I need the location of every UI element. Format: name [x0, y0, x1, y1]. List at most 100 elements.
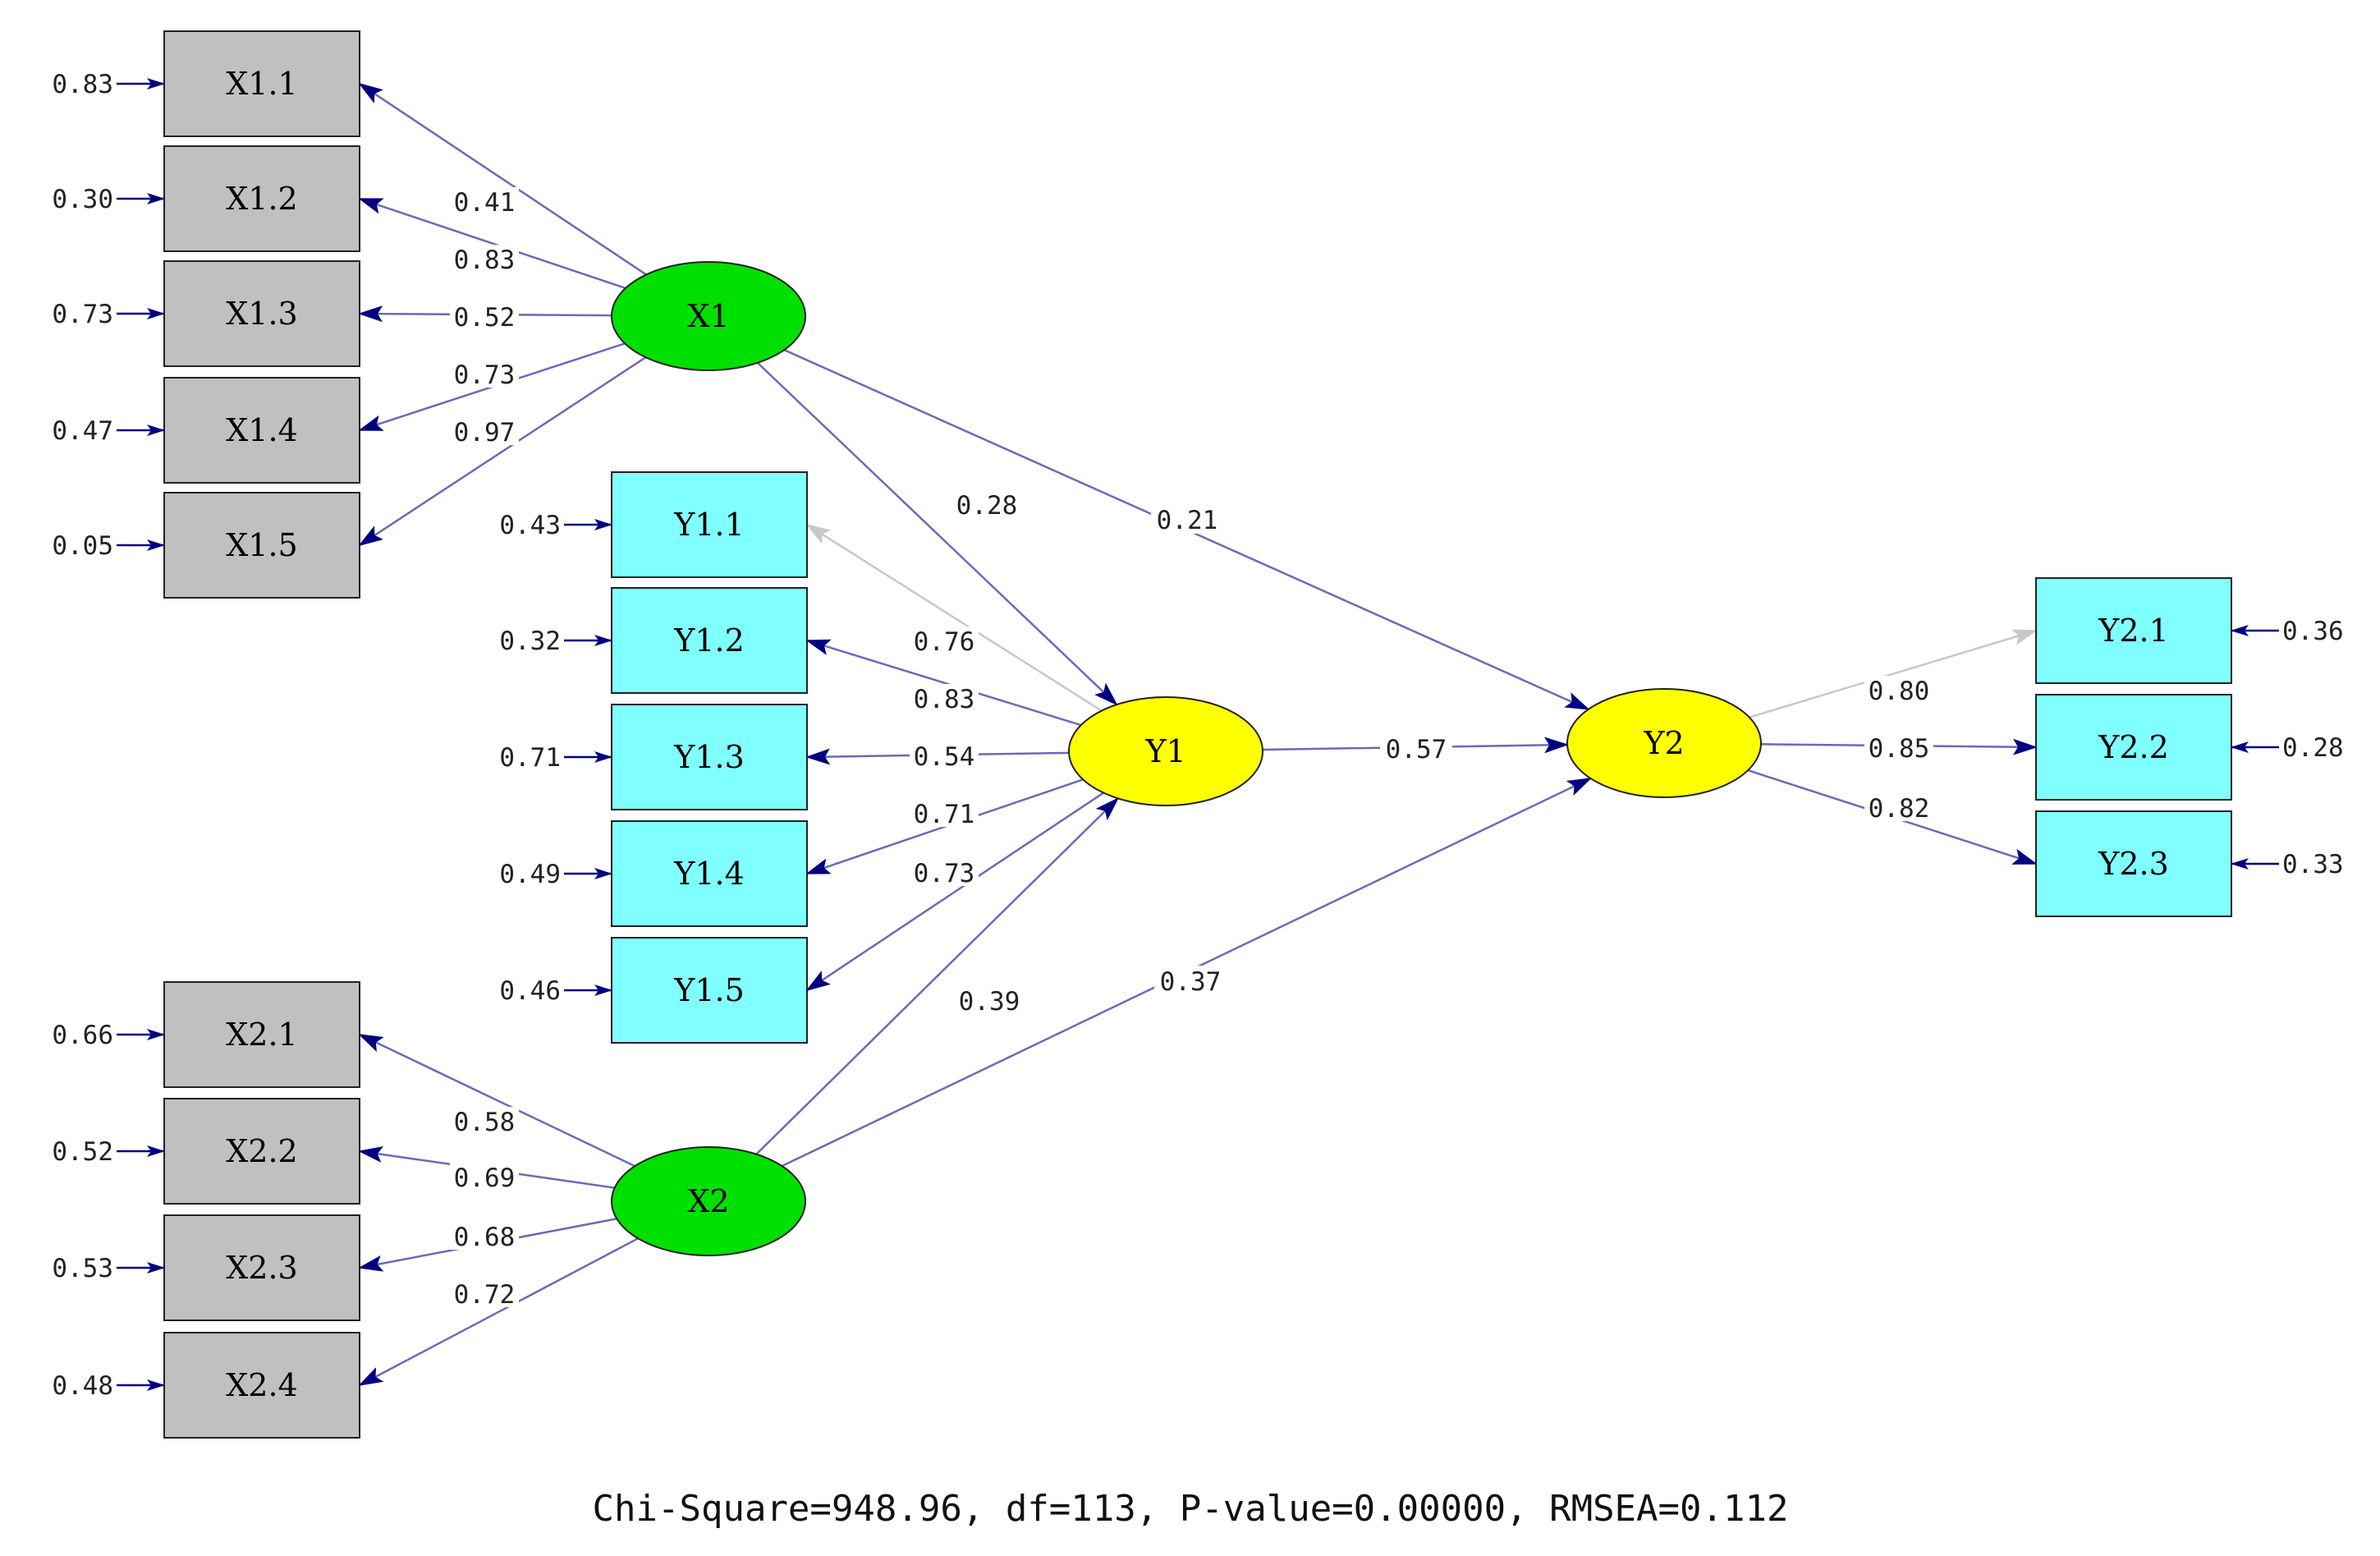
- error-variance-x1-3: 0.73: [52, 300, 113, 329]
- loading-coef-bg: [910, 858, 979, 886]
- indicator-label-x1-1: X1.1: [226, 66, 298, 102]
- loading-coef-bg: [910, 741, 979, 769]
- path-coef-x1-y1: 0.28: [956, 491, 1018, 521]
- indicator-label-y1-4: Y1.4: [673, 856, 745, 892]
- path-coef-bg: [1151, 504, 1223, 534]
- indicator-box-x2-2: [163, 1098, 360, 1205]
- loading-path-y1-2: [805, 639, 1082, 727]
- loading-coef-bg: [1864, 676, 1933, 704]
- loading-path-y2-1: [1749, 629, 2038, 718]
- loading-coef-y1-3: 0.54: [914, 742, 975, 772]
- loading-coef-x2-1: 0.58: [454, 1108, 516, 1137]
- error-variance-y1-4: 0.49: [499, 860, 561, 889]
- indicator-box-y1-2: [611, 587, 808, 694]
- indicator-label-y1-5: Y1.5: [673, 972, 745, 1008]
- loading-coef-bg: [450, 245, 519, 273]
- indicator-label-x1-4: X1.4: [226, 412, 298, 448]
- path-x2-to-y1: [755, 796, 1120, 1155]
- latent-ellipse-y2: [1566, 688, 1762, 798]
- indicator-label-y1-2: Y1.2: [673, 622, 745, 659]
- indicator-label-x2-2: X2.2: [226, 1133, 298, 1169]
- error-variance-y1-1: 0.43: [499, 511, 561, 540]
- loading-coef-y2-2: 0.85: [1869, 734, 1930, 764]
- indicator-box-y1-5: [611, 937, 808, 1044]
- indicator-label-x1-3: X1.3: [226, 296, 298, 332]
- error-variance-x2-3: 0.53: [52, 1254, 113, 1283]
- indicator-label-x1-2: X1.2: [226, 181, 298, 217]
- path-coef-bg: [1380, 733, 1452, 763]
- error-variance-y1-5: 0.46: [499, 976, 561, 1006]
- loading-coef-y1-2: 0.83: [914, 685, 975, 714]
- indicator-label-y2-2: Y2.2: [2098, 729, 2169, 765]
- path-coef-x2-y2: 0.37: [1160, 967, 1222, 997]
- loading-path-x2-4: [358, 1237, 639, 1387]
- path-coef-bg: [953, 985, 1025, 1015]
- indicator-box-x2-3: [163, 1214, 360, 1321]
- loading-path-x1-2: [358, 197, 626, 290]
- loading-coef-bg: [450, 1163, 519, 1191]
- latent-ellipse-x1: [611, 261, 806, 371]
- loading-coef-bg: [450, 417, 519, 445]
- error-variance-x1-5: 0.05: [52, 531, 113, 561]
- loading-coef-y2-1: 0.80: [1869, 677, 1930, 706]
- indicator-box-y1-1: [611, 471, 808, 578]
- indicator-label-x2-4: X2.4: [226, 1367, 298, 1403]
- indicator-box-y2-1: [2035, 577, 2232, 684]
- loading-path-y1-1: [805, 523, 1103, 712]
- loading-coef-x1-1: 0.41: [454, 188, 516, 218]
- indicator-box-x1-1: [163, 30, 360, 137]
- loading-path-x1-5: [358, 356, 647, 547]
- path-x1-to-y1: [756, 361, 1118, 706]
- indicator-label-x2-1: X2.1: [226, 1017, 298, 1053]
- loading-coef-x1-3: 0.52: [454, 303, 516, 333]
- loading-coef-y1-5: 0.73: [914, 859, 975, 888]
- latent-label-x1: X1: [687, 298, 729, 334]
- loading-coef-x1-5: 0.97: [454, 418, 516, 448]
- error-variance-y1-2: 0.32: [499, 627, 561, 656]
- fit-statistics: Chi-Square=948.96, df=113, P-value=0.000…: [593, 1488, 1789, 1530]
- path-coef-bg: [951, 489, 1023, 519]
- indicator-label-y1-3: Y1.3: [673, 739, 745, 775]
- loading-path-x2-1: [358, 1033, 635, 1168]
- error-variance-y2-2: 0.28: [2282, 733, 2344, 763]
- indicator-box-y2-3: [2035, 810, 2232, 917]
- loading-coef-x2-2: 0.69: [454, 1164, 516, 1193]
- indicator-box-y1-3: [611, 704, 808, 810]
- error-variance-x1-2: 0.30: [52, 185, 113, 214]
- loading-coef-bg: [1864, 793, 1933, 821]
- indicator-box-x1-5: [163, 492, 360, 599]
- indicator-box-y2-2: [2035, 694, 2232, 801]
- indicator-box-x2-4: [163, 1332, 360, 1439]
- indicator-label-x1-5: X1.5: [226, 527, 298, 563]
- latent-label-y2: Y2: [1643, 725, 1684, 761]
- loading-coef-y1-4: 0.71: [914, 800, 975, 829]
- latent-label-x2: X2: [687, 1183, 729, 1219]
- loading-coef-bg: [450, 1222, 519, 1250]
- latent-label-y1: Y1: [1144, 733, 1185, 769]
- loading-coef-y1-1: 0.76: [914, 627, 975, 657]
- loading-coef-bg: [450, 1279, 519, 1307]
- loading-coef-y2-3: 0.82: [1869, 794, 1930, 824]
- loading-path-x1-1: [358, 82, 647, 276]
- path-coef-x2-y1: 0.39: [959, 987, 1020, 1017]
- loading-coef-x1-2: 0.83: [454, 246, 516, 275]
- indicator-label-y1-1: Y1.1: [673, 507, 745, 543]
- error-variance-y2-1: 0.36: [2282, 617, 2344, 646]
- latent-ellipse-x2: [611, 1146, 806, 1256]
- indicator-box-y1-4: [611, 820, 808, 927]
- indicator-box-x1-3: [163, 260, 360, 367]
- loading-coef-bg: [450, 360, 519, 388]
- error-variance-x2-2: 0.52: [52, 1137, 113, 1167]
- loading-path-y1-5: [805, 792, 1104, 992]
- loading-coef-bg: [450, 187, 519, 215]
- error-variance-x1-4: 0.47: [52, 416, 113, 446]
- indicator-box-x2-1: [163, 981, 360, 1088]
- indicator-label-x2-3: X2.3: [226, 1250, 298, 1286]
- path-coef-y1-y2: 0.57: [1386, 735, 1447, 764]
- loading-coef-bg: [910, 627, 979, 654]
- loading-coef-x1-4: 0.73: [454, 360, 516, 390]
- loading-coef-bg: [910, 799, 979, 827]
- indicator-label-y2-1: Y2.1: [2098, 613, 2169, 649]
- loading-coef-bg: [450, 302, 519, 330]
